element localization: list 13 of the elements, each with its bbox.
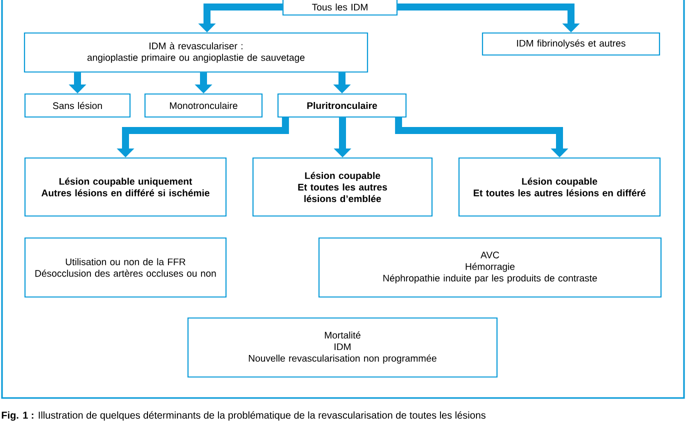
process-box: IDM fibrinolysés et autres: [482, 32, 660, 56]
process-box: Sans lésion: [24, 93, 131, 118]
process-box: AVC Hémorragie Néphropathie induite par les produits de contraste: [318, 237, 662, 298]
process-box: Utilisation ou non de la FFR Désocclusion des artères occluses ou non: [24, 237, 227, 298]
caption: Fig. 1 : Illustration de quelques déterminants de la problématique de la revascularisation de toutes les lésions: [2, 411, 486, 421]
process-box: Lésion coupable Et toutes les autres lésions d’emblée: [252, 157, 433, 217]
process-box: Mortalité IDM Nouvelle revascularisation non programmée: [187, 317, 498, 378]
process-box: Monotronculaire: [144, 93, 263, 118]
process-box: IDM à revasculariser : angioplastie primaire ou angioplastie de sauvetage: [24, 32, 368, 73]
process-box: Pluritronculaire: [277, 93, 407, 118]
process-box: Tous les IDM: [282, 0, 398, 16]
process-box: Lésion coupable uniquement Autres lésions en différé si ischémie: [24, 157, 227, 217]
process-box: Lésion coupable Et toutes les autres lésions en différé: [458, 157, 661, 217]
